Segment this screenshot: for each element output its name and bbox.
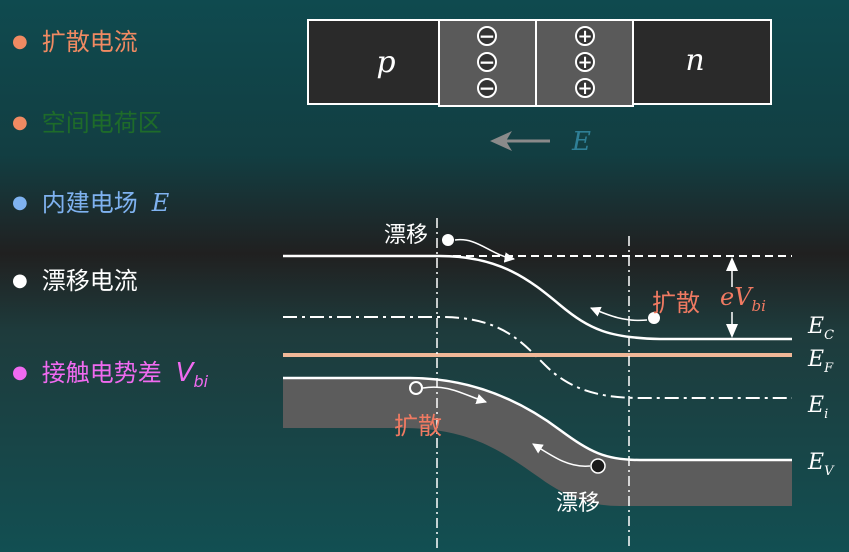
band-diagram: eVbi 漂移 扩散 扩散 漂移 EC EF Ei EV [283,218,835,548]
bullet-dot-icon: ● [12,270,28,291]
ion-sign: + [577,78,592,99]
hole-icon [409,381,423,395]
bullet-space-charge-region: ● 空间电荷区 [12,103,162,138]
bullet-text: 接触电势差 [41,359,162,387]
field-label: E [571,127,591,157]
bullet-dot-icon: ● [12,192,28,213]
p-region [307,19,440,105]
bullet-list: ● 扩散电流 ● 空间电荷区 ● 内建电场 E ● 漂移电流 ● 接触电势差 Vbi [12,0,282,552]
valence-band-fill [283,378,792,506]
level-label-ef: EF [807,347,834,376]
level-label-ei: Ei [807,393,828,422]
electron-icon [648,312,660,324]
drift-label-bottom: 漂移 [556,491,600,516]
positive-ion-icon [575,52,595,72]
level-label-ev: EV [807,450,835,479]
positive-ion-icon [575,78,595,98]
bullet-symbol: Vbi [175,358,209,391]
electron-drift: 漂移 [384,223,516,263]
electron-icon [442,234,454,246]
hole-icon [590,458,606,474]
drift-label-top: 漂移 [384,223,428,248]
bullet-dot-icon: ● [12,362,28,383]
diffusion-label-top: 扩散 [652,289,700,317]
bullet-contact-potential: ● 接触电势差 Vbi [12,353,208,391]
positive-ion-icon [575,26,595,46]
hole-drift: 漂移 [532,443,606,516]
bullet-diffusion-current: ● 扩散电流 [12,22,138,57]
negative-ion-icon [477,52,497,72]
barrier-height-arrow [726,257,738,338]
electric-field-arrow: E [490,127,591,157]
bullet-text: 内建电场 [41,189,138,217]
bullet-drift-current: ● 漂移电流 [12,261,138,296]
positive-ions: + + + [575,26,595,99]
bullet-built-in-field: ● 内建电场 E [12,183,169,218]
ion-sign: + [577,26,592,47]
electron-diffusion: 扩散 [590,289,700,324]
pn-junction-block: p n [307,19,772,107]
bullet-text: 扩散电流 [41,28,138,56]
negative-ions: − − − [477,24,497,100]
barrier-label: eVbi [720,283,766,315]
bullet-symbol: E [151,189,170,217]
conduction-band-edge [283,254,792,341]
negative-ion-icon [477,78,497,98]
hole-diffusion: 扩散 [394,381,487,440]
ion-sign: − [479,76,496,100]
intrinsic-level [283,316,792,399]
valence-band-edge [283,376,792,462]
level-label-ec: EC [807,314,834,343]
ion-sign: + [577,52,592,73]
n-label: n [685,43,704,78]
negative-ion-icon [477,26,497,46]
bullet-dot-icon: ● [12,112,28,133]
ion-sign: − [479,50,496,74]
bullet-dot-icon: ● [12,31,28,52]
bullet-text: 漂移电流 [41,267,138,295]
diffusion-label-bottom: 扩散 [394,412,442,440]
bullet-text: 空间电荷区 [41,109,162,137]
p-label: p [376,45,395,80]
n-region [632,19,772,105]
ion-sign: − [479,24,496,48]
